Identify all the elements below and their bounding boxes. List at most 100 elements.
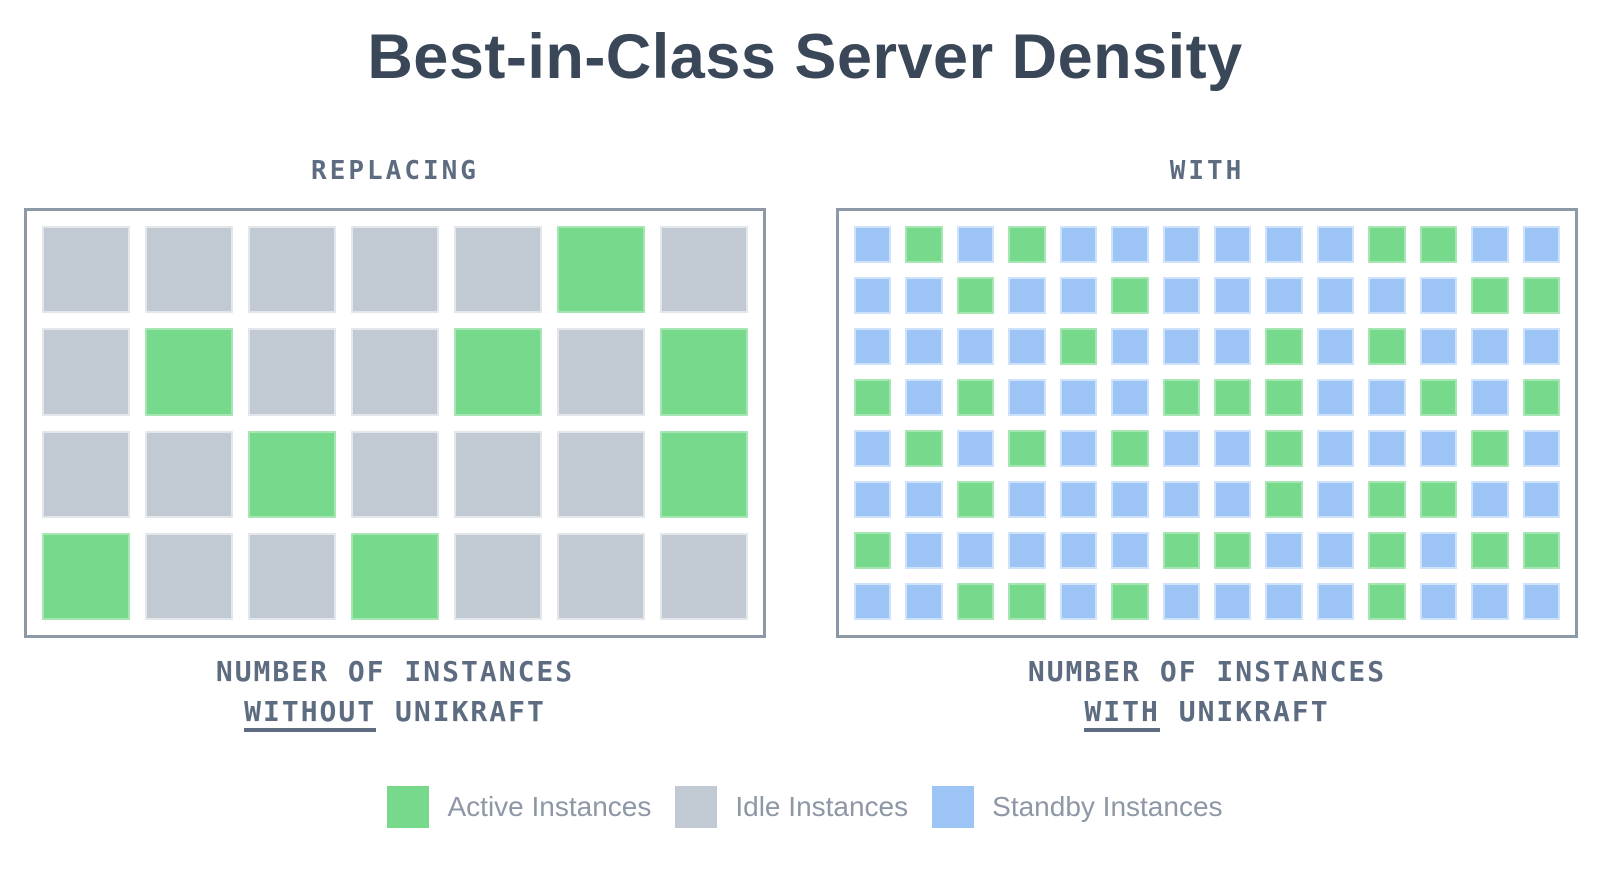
idle-instances-swatch-icon xyxy=(675,786,718,828)
standby-instance-cell xyxy=(1471,328,1509,365)
caption-line-2: WITH UNIKRAFT xyxy=(836,692,1578,732)
legend-item-idle: Idle Instances xyxy=(675,786,908,828)
standby-instance-cell xyxy=(854,226,892,263)
active-instance-cell xyxy=(1111,277,1149,314)
standby-instance-cell xyxy=(1471,583,1509,620)
active-instance-cell xyxy=(1265,379,1303,416)
standby-instance-cell xyxy=(1471,379,1509,416)
idle-instance-cell xyxy=(557,328,645,416)
idle-instance-cell xyxy=(42,430,130,518)
active-instance-cell xyxy=(854,379,892,416)
active-instance-cell xyxy=(557,226,645,314)
caption-line-1: NUMBER OF INSTANCES xyxy=(1027,655,1387,688)
active-instance-cell xyxy=(1111,583,1149,620)
active-instance-cell xyxy=(1471,277,1509,314)
active-instance-cell xyxy=(956,379,995,416)
active-instance-cell xyxy=(1368,481,1406,518)
active-instance-cell xyxy=(1213,532,1252,569)
idle-instance-cell xyxy=(660,532,748,620)
standby-instance-cell xyxy=(956,532,995,569)
caption-line-1: NUMBER OF INSTANCES xyxy=(215,655,575,688)
active-instance-cell xyxy=(1111,430,1149,467)
idle-instance-cell xyxy=(351,430,439,518)
standby-instance-cell xyxy=(1213,430,1252,467)
standby-instance-cell xyxy=(1059,277,1098,314)
legend-label-active: Active Instances xyxy=(447,791,652,822)
standby-instance-cell xyxy=(1419,328,1458,365)
standby-instance-cell xyxy=(854,328,892,365)
standby-instance-cell xyxy=(1265,226,1303,263)
idle-instance-cell xyxy=(557,430,645,518)
active-instance-cell xyxy=(660,430,748,518)
standby-instance-cell xyxy=(1162,226,1200,263)
legend-label-idle: Idle Instances xyxy=(735,791,909,822)
active-instance-cell xyxy=(1008,583,1046,620)
standby-instance-cell xyxy=(854,430,892,467)
standby-instance-cell xyxy=(1316,430,1355,467)
caption-without-unikraft: NUMBER OF INSTANCES WITHOUT UNIKRAFT xyxy=(24,652,766,732)
standby-instance-cell xyxy=(1368,430,1406,467)
caption-rest: UNIKRAFT xyxy=(376,695,546,728)
standby-instance-cell xyxy=(1059,430,1098,467)
standby-instance-cell xyxy=(1008,532,1046,569)
standby-instance-cell xyxy=(1265,532,1303,569)
standby-instance-cell xyxy=(1265,583,1303,620)
instance-grid-with-unikraft xyxy=(836,208,1578,638)
active-instance-cell xyxy=(1265,430,1303,467)
standby-instance-cell xyxy=(956,328,995,365)
standby-instance-cell xyxy=(1111,532,1149,569)
active-instance-cell xyxy=(1368,532,1406,569)
caption-underlined-word: WITH xyxy=(1084,696,1160,732)
active-instance-cell xyxy=(1419,226,1458,263)
standby-instance-cell xyxy=(1162,277,1200,314)
standby-instance-cell xyxy=(1059,379,1098,416)
standby-instance-cell xyxy=(905,379,943,416)
standby-instance-cell xyxy=(1316,481,1355,518)
idle-instance-cell xyxy=(145,430,233,518)
active-instance-cell xyxy=(1419,481,1458,518)
idle-instance-cell xyxy=(248,328,336,416)
standby-instance-cell xyxy=(1162,430,1200,467)
standby-instance-cell xyxy=(905,532,943,569)
active-instance-cell xyxy=(1368,226,1406,263)
standby-instance-cell xyxy=(1111,328,1149,365)
standby-instance-cell xyxy=(1316,532,1355,569)
standby-instance-cell xyxy=(1419,532,1458,569)
standby-instance-cell xyxy=(1368,277,1406,314)
active-instance-cell xyxy=(1368,583,1406,620)
standby-instance-cell xyxy=(1522,430,1560,467)
standby-instance-cell xyxy=(1522,328,1560,365)
standby-instance-cell xyxy=(1522,481,1560,518)
standby-instance-cell xyxy=(905,481,943,518)
standby-instance-cell xyxy=(1419,583,1458,620)
standby-instance-cell xyxy=(1059,226,1098,263)
standby-instance-cell xyxy=(1008,379,1046,416)
idle-instance-cell xyxy=(145,226,233,314)
active-instance-cell xyxy=(42,532,130,620)
standby-instance-cell xyxy=(1213,481,1252,518)
active-instance-cell xyxy=(248,430,336,518)
standby-instance-cell xyxy=(1111,226,1149,263)
idle-instance-cell xyxy=(454,430,542,518)
standby-instance-cell xyxy=(1162,583,1200,620)
standby-instance-cell xyxy=(1316,583,1355,620)
standby-instances-swatch-icon xyxy=(932,786,975,828)
standby-instance-cell xyxy=(956,430,995,467)
active-instance-cell xyxy=(1471,430,1509,467)
standby-instance-cell xyxy=(1059,583,1098,620)
active-instance-cell xyxy=(1162,379,1200,416)
active-instance-cell xyxy=(1008,226,1046,263)
standby-instance-cell xyxy=(1522,583,1560,620)
standby-instance-cell xyxy=(905,328,943,365)
active-instance-cell xyxy=(956,583,995,620)
comparison-panels: REPLACING NUMBER OF INSTANCES WITHOUT UN… xyxy=(0,94,1610,732)
standby-instance-cell xyxy=(1162,328,1200,365)
legend-item-standby: Standby Instances xyxy=(932,786,1223,828)
idle-instance-cell xyxy=(248,226,336,314)
idle-instance-cell xyxy=(351,226,439,314)
active-instance-cell xyxy=(1162,532,1200,569)
standby-instance-cell xyxy=(1419,277,1458,314)
standby-instance-cell xyxy=(1162,481,1200,518)
panel-header-with: WITH xyxy=(1169,156,1245,186)
standby-instance-cell xyxy=(854,481,892,518)
